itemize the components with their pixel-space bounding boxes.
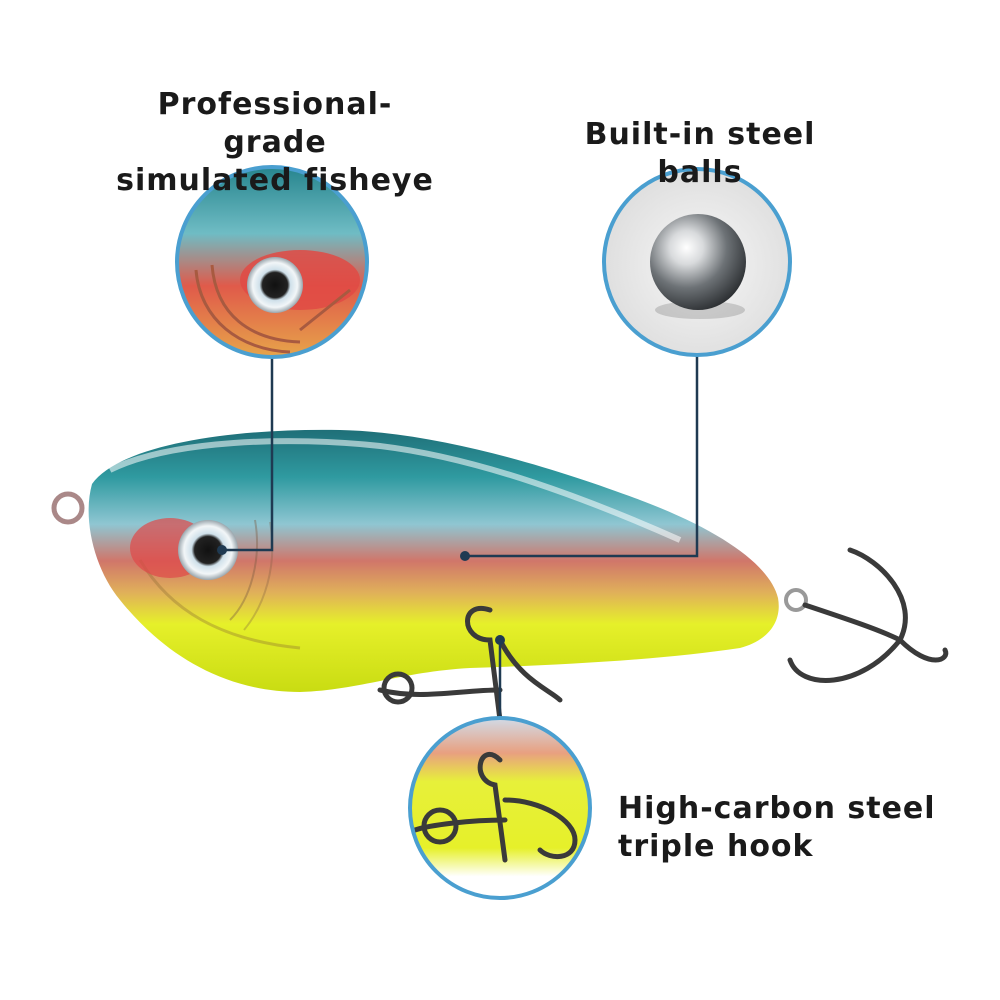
leader-dot-balls	[460, 551, 470, 561]
belly-hook-icon	[377, 605, 563, 723]
steel-ball-zoom-circle	[602, 167, 792, 357]
steel-balls-callout-line1: Built-in steel balls	[584, 117, 816, 190]
nose-ring	[51, 491, 85, 525]
lure-eye	[178, 520, 238, 580]
fisheye-callout-label: Professional-grade simulated fisheye	[110, 86, 440, 200]
hook-callout-line1: High-carbon steel	[618, 791, 936, 826]
leader-dot-hook	[495, 635, 505, 645]
hook-callout-line2: triple hook	[618, 829, 814, 864]
fisheye-callout-line1: Professional-grade	[157, 87, 393, 160]
leader-dot-eye	[217, 545, 227, 555]
hook-callout-label: High-carbon steel triple hook	[618, 790, 998, 866]
steel-balls-callout-label: Built-in steel balls	[540, 116, 860, 192]
fisheye-zoom-circle	[175, 165, 369, 359]
lure-body	[88, 429, 779, 692]
fisheye-callout-line2: simulated fisheye	[116, 163, 434, 198]
tail-hook-icon	[787, 547, 949, 683]
hook-zoom-circle	[408, 716, 592, 900]
leader-lines	[222, 356, 699, 718]
tail-ring	[784, 588, 808, 612]
